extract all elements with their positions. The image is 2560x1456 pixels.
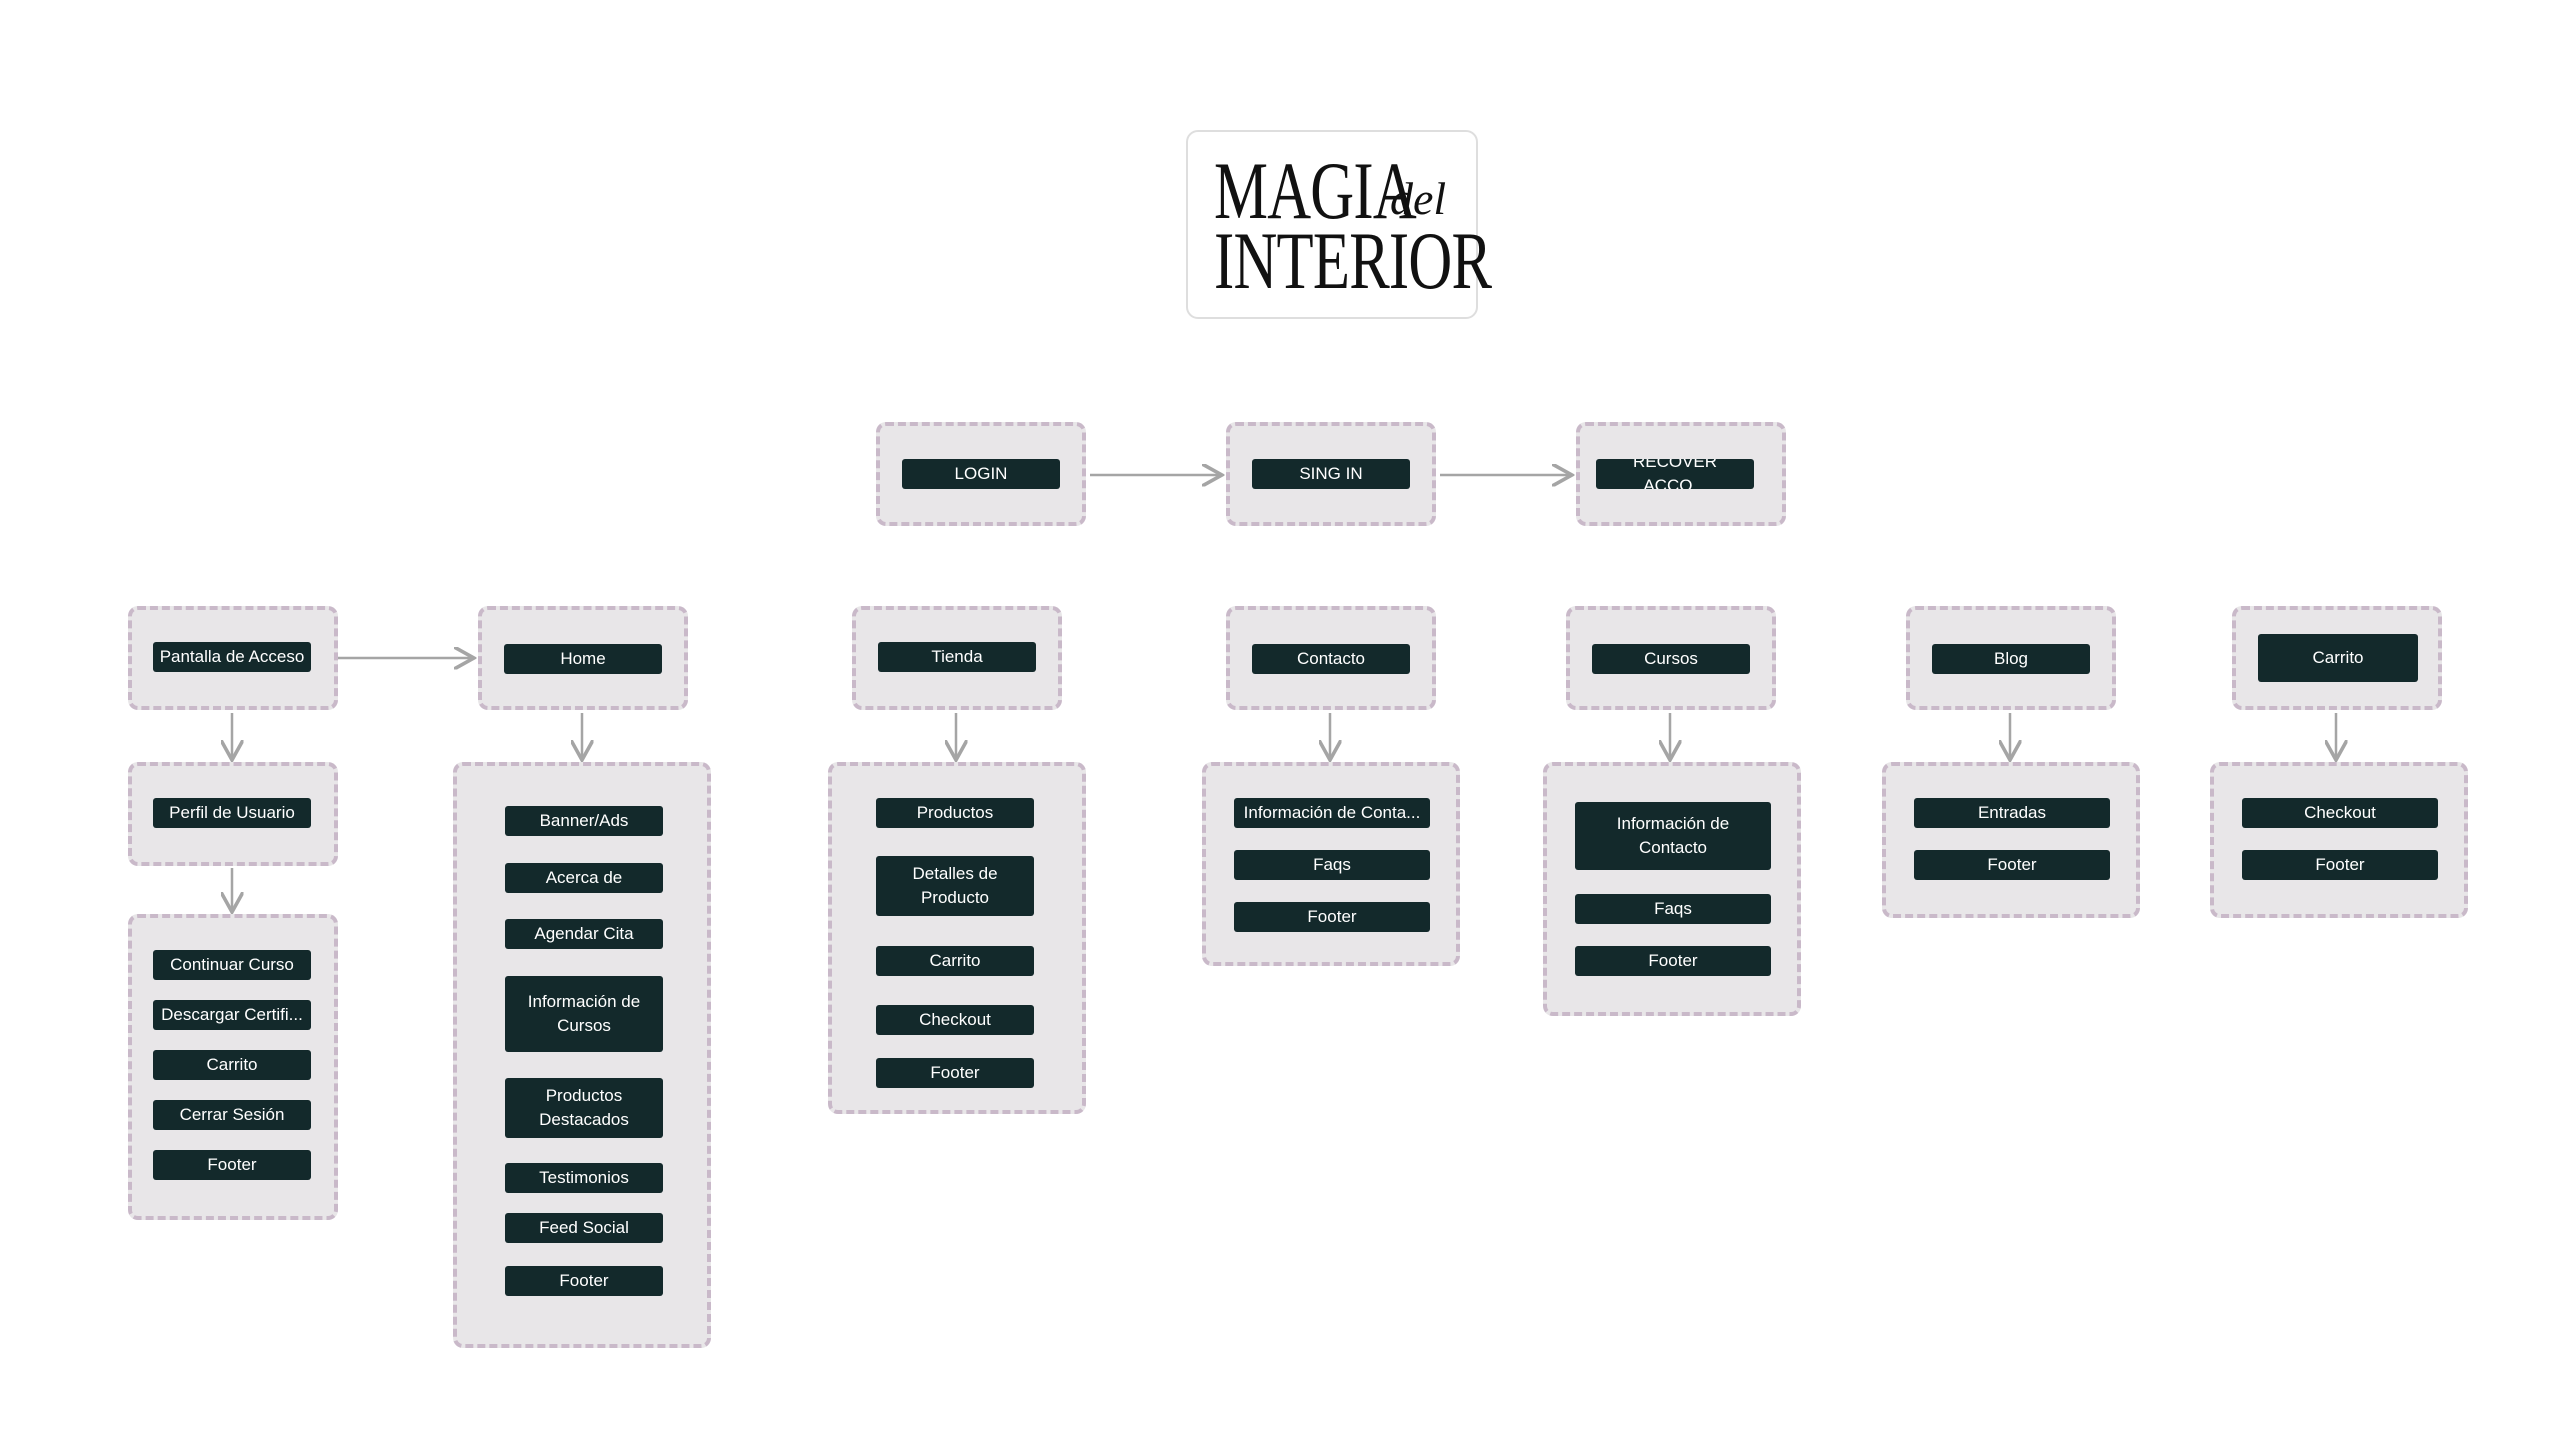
tienda-sections-group: Productos Detalles de Producto Carrito C… — [828, 762, 1086, 1114]
contacto-node: Contacto — [1226, 606, 1436, 710]
recover-account-node: RECOVER ACCO... — [1576, 422, 1786, 526]
home-node: Home — [478, 606, 688, 710]
acceso-node: Pantalla de Acceso — [128, 606, 338, 710]
cursos-sections-group: Información de Contacto Faqs Footer — [1543, 762, 1801, 1016]
carrito-node: Carrito — [2232, 606, 2442, 710]
tienda-node: Tienda — [852, 606, 1062, 710]
footer-item[interactable]: Footer — [1914, 850, 2110, 880]
home-sections-group: Banner/Ads Acerca de Agendar Cita Inform… — [453, 762, 711, 1348]
logo-wordmark-magia: MAGIA — [1214, 145, 1417, 236]
faqs-item[interactable]: Faqs — [1234, 850, 1430, 880]
tienda-button[interactable]: Tienda — [878, 642, 1036, 672]
footer-item[interactable]: Footer — [1575, 946, 1771, 976]
footer-item[interactable]: Footer — [2242, 850, 2438, 880]
logo-wordmark-interior: INTERIOR — [1214, 215, 1492, 306]
banner-ads-item[interactable]: Banner/Ads — [505, 806, 663, 836]
testimonios-item[interactable]: Testimonios — [505, 1163, 663, 1193]
cursos-button[interactable]: Cursos — [1592, 644, 1750, 674]
cursos-node: Cursos — [1566, 606, 1776, 710]
contacto-button[interactable]: Contacto — [1252, 644, 1410, 674]
blog-sections-group: Entradas Footer — [1882, 762, 2140, 918]
carrito-item[interactable]: Carrito — [876, 946, 1034, 976]
feed-social-item[interactable]: Feed Social — [505, 1213, 663, 1243]
productos-destacados-item[interactable]: Productos Destacados — [505, 1078, 663, 1138]
perfil-menu-group: Continuar Curso Descargar Certifi... Car… — [128, 914, 338, 1220]
footer-item[interactable]: Footer — [153, 1150, 311, 1180]
informacion-cursos-item[interactable]: Información de Cursos — [505, 976, 663, 1052]
detalles-producto-item[interactable]: Detalles de Producto — [876, 856, 1034, 916]
logo-wordmark-del: del — [1390, 173, 1447, 224]
perfil-usuario-node: Perfil de Usuario — [128, 762, 338, 866]
entradas-item[interactable]: Entradas — [1914, 798, 2110, 828]
carrito-button[interactable]: Carrito — [2258, 634, 2418, 682]
continuar-curso-item[interactable]: Continuar Curso — [153, 950, 311, 980]
agendar-cita-item[interactable]: Agendar Cita — [505, 919, 663, 949]
blog-node: Blog — [1906, 606, 2116, 710]
carrito-item[interactable]: Carrito — [153, 1050, 311, 1080]
home-button[interactable]: Home — [504, 644, 662, 674]
informacion-contacto-item[interactable]: Información de Conta... — [1234, 798, 1430, 828]
contacto-sections-group: Información de Conta... Faqs Footer — [1202, 762, 1460, 966]
productos-item[interactable]: Productos — [876, 798, 1034, 828]
pantalla-acceso-button[interactable]: Pantalla de Acceso — [153, 642, 311, 672]
perfil-usuario-button[interactable]: Perfil de Usuario — [153, 798, 311, 828]
faqs-item[interactable]: Faqs — [1575, 894, 1771, 924]
signin-button[interactable]: SING IN — [1252, 459, 1410, 489]
acerca-de-item[interactable]: Acerca de — [505, 863, 663, 893]
brand-logo: MAGIA del INTERIOR — [1186, 130, 1492, 319]
checkout-item[interactable]: Checkout — [2242, 798, 2438, 828]
checkout-item[interactable]: Checkout — [876, 1005, 1034, 1035]
recover-account-button[interactable]: RECOVER ACCO... — [1596, 459, 1754, 489]
cerrar-sesion-item[interactable]: Cerrar Sesión — [153, 1100, 311, 1130]
blog-button[interactable]: Blog — [1932, 644, 2090, 674]
footer-item[interactable]: Footer — [505, 1266, 663, 1296]
carrito-sections-group: Checkout Footer — [2210, 762, 2468, 918]
footer-item[interactable]: Footer — [876, 1058, 1034, 1088]
informacion-contacto-item[interactable]: Información de Contacto — [1575, 802, 1771, 870]
footer-item[interactable]: Footer — [1234, 902, 1430, 932]
signin-node: SING IN — [1226, 422, 1436, 526]
login-button[interactable]: LOGIN — [902, 459, 1060, 489]
descargar-certificado-item[interactable]: Descargar Certifi... — [153, 1000, 311, 1030]
login-node: LOGIN — [876, 422, 1086, 526]
